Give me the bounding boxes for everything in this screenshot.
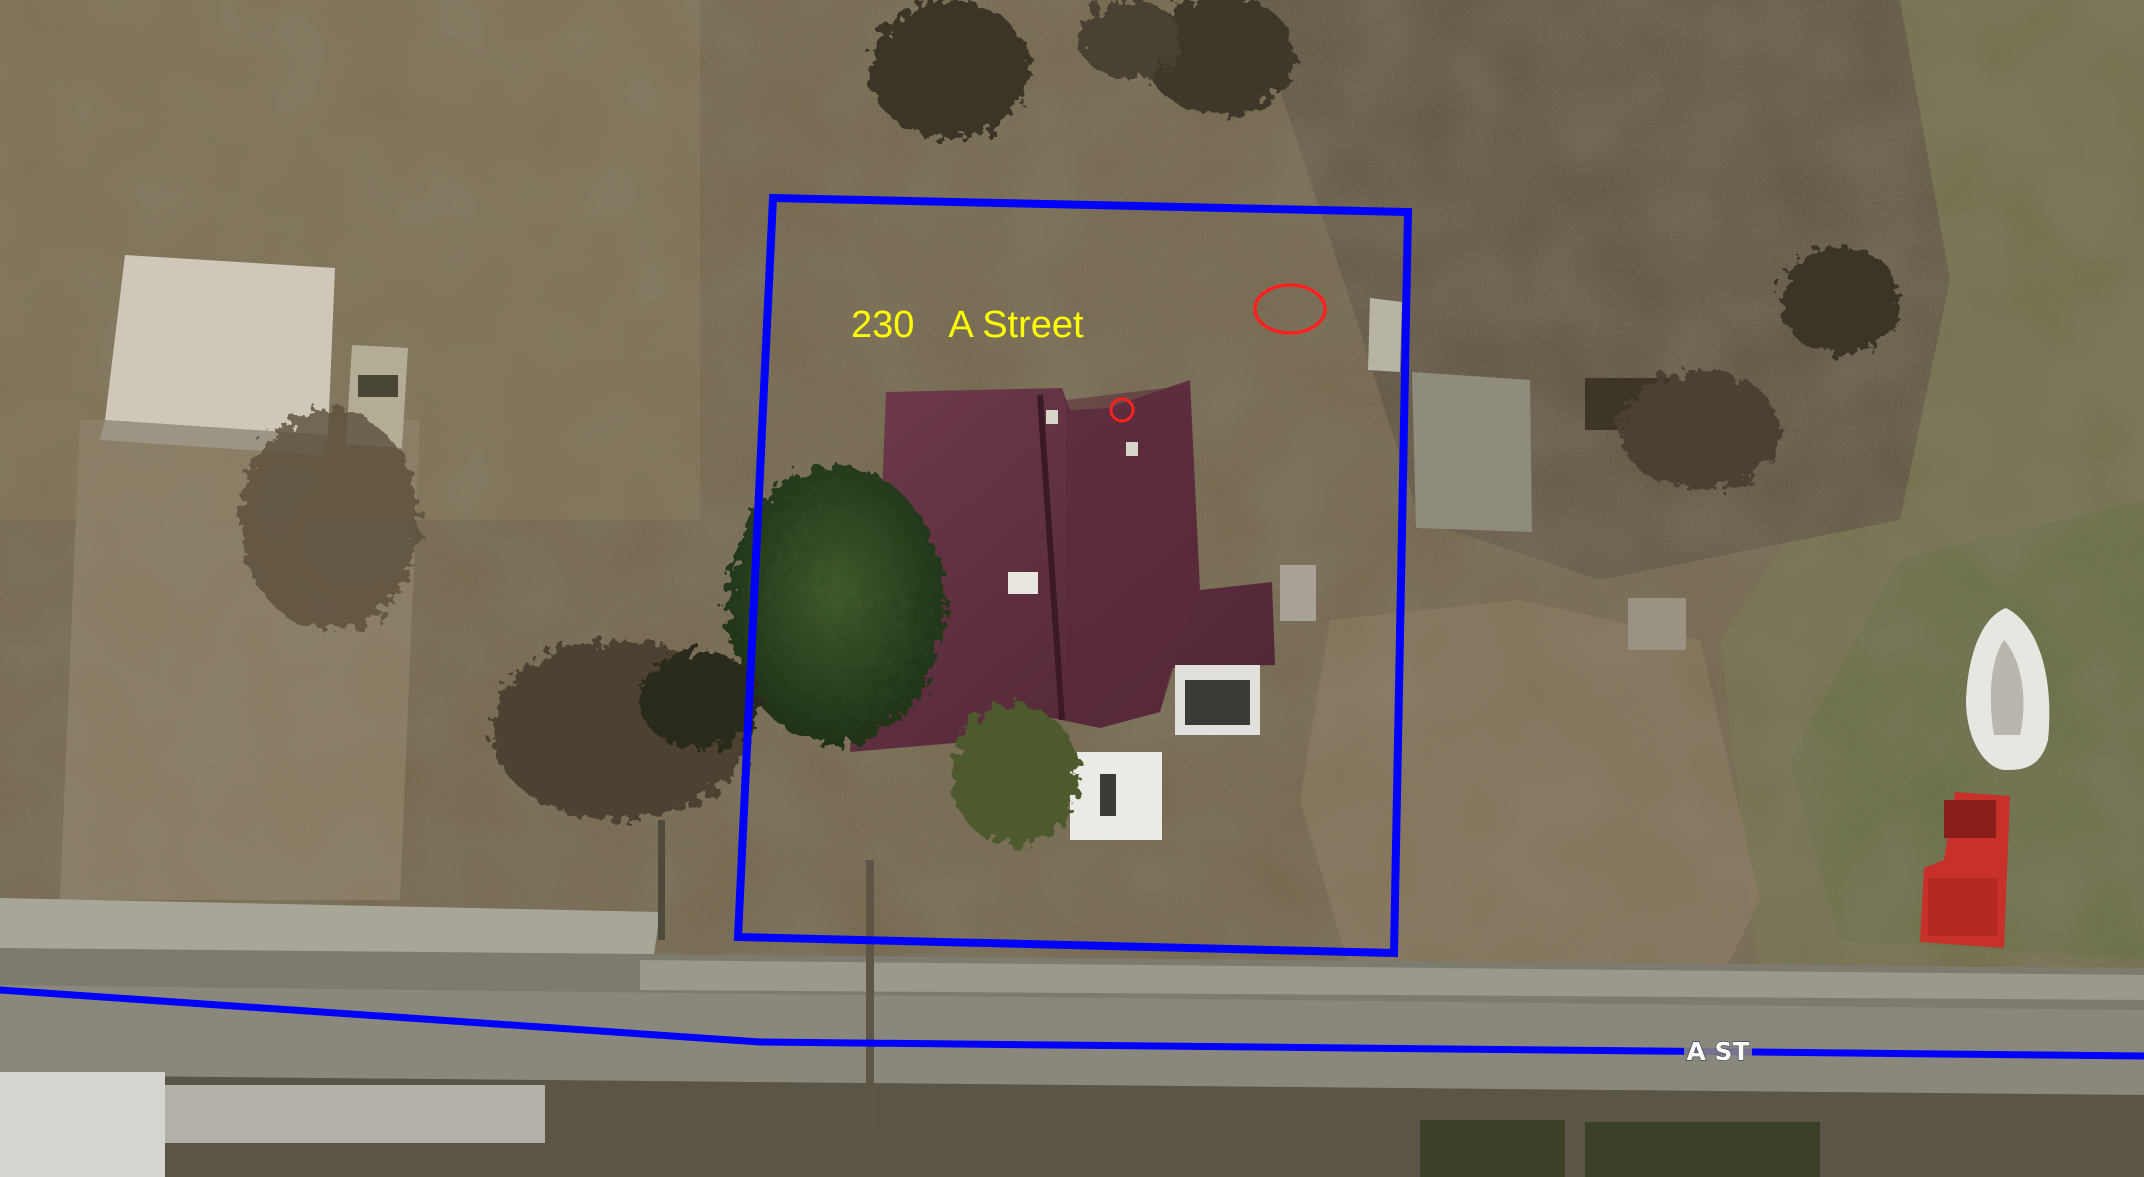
house-porch-inner [1185, 680, 1250, 725]
address-label: 230 A Street [851, 304, 1084, 346]
hedge-lower-2 [1585, 1122, 1820, 1177]
building-lower-left [0, 1072, 165, 1177]
front-tree [950, 705, 1080, 845]
boat-deck [1990, 640, 2024, 735]
street-centerline[interactable] [0, 986, 2144, 1060]
shed-right-panel [1368, 298, 1402, 372]
house-vent-1 [1046, 410, 1058, 424]
tree-upper-mid [870, 0, 1030, 140]
house-side-ac [1280, 565, 1316, 621]
road [0, 985, 2144, 1095]
shrub-right-2 [1620, 370, 1780, 490]
street-label-bg [1684, 1036, 1752, 1066]
house-roof-shade [1066, 385, 1198, 728]
neighbor-car-left-window [358, 375, 398, 397]
address-number: 230 [851, 304, 914, 346]
street-label: A ST [1686, 1037, 1749, 1066]
debris-right [1628, 598, 1686, 650]
road-lane-edge [640, 960, 2144, 1000]
address-street: A Street [948, 304, 1084, 346]
hedge-lower-1 [1420, 1120, 1565, 1177]
red-truck-cab [1944, 800, 1996, 838]
tree-shadow-left [640, 650, 760, 750]
shed-right [1412, 372, 1532, 532]
house-vent-2 [1126, 442, 1138, 456]
marked-point-roof[interactable] [1109, 397, 1135, 423]
sidewalk-lower [165, 1085, 545, 1143]
house-front-window [1100, 774, 1116, 816]
tree-top-center [1080, 0, 1180, 80]
parcel-boundary[interactable] [733, 193, 1413, 958]
neighbor-roof-left [105, 255, 335, 435]
utility-pole-left [658, 820, 665, 940]
shrub-right-mid [1780, 245, 1900, 355]
utility-pole [866, 860, 874, 1130]
evergreen-tree [728, 465, 944, 745]
marked-area-yard[interactable] [1253, 283, 1327, 335]
red-truck-bed [1928, 878, 1998, 936]
tree-upper-right [1145, 0, 1295, 115]
tree-bare-left [240, 410, 420, 630]
house-chimney [1008, 572, 1038, 594]
house-roof-ridge [1037, 394, 1065, 721]
